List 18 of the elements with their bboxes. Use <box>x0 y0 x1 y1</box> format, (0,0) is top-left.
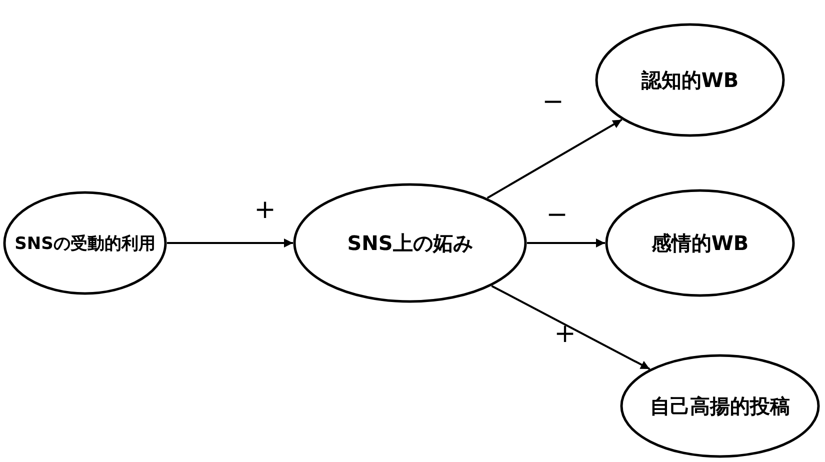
ellipse-node <box>605 189 795 297</box>
edge-label: + <box>554 321 576 347</box>
node-label: SNS上の妬み <box>347 230 473 256</box>
node-label: 自己高揚的投稿 <box>650 392 790 420</box>
node-label: 認知的WB <box>641 66 739 94</box>
arrow <box>167 238 293 248</box>
ellipse-node <box>620 354 820 458</box>
arrow <box>527 238 605 248</box>
arrow <box>491 285 650 370</box>
edge-label: − <box>542 89 564 115</box>
ellipse-node <box>293 183 527 303</box>
node-label: SNSの受動的利用 <box>14 232 156 254</box>
node-label: 感情的WB <box>651 230 749 256</box>
arrow <box>486 118 622 199</box>
ellipse-node <box>3 191 167 295</box>
ellipse-node <box>595 23 785 137</box>
edge-label: − <box>546 202 568 228</box>
edge-label: + <box>254 197 276 223</box>
